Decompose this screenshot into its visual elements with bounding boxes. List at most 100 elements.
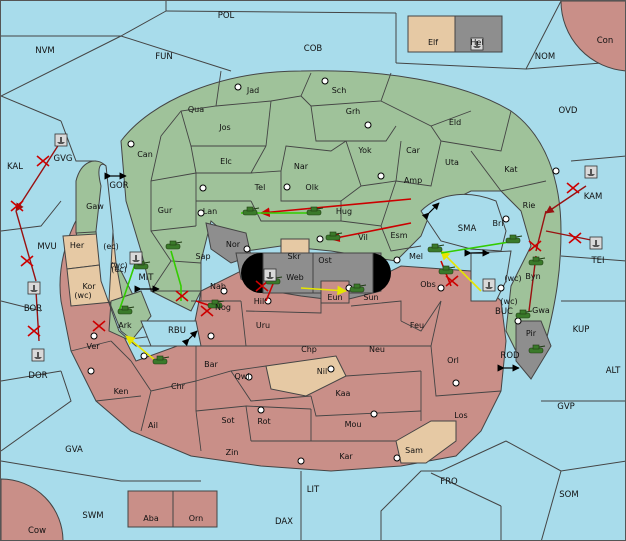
army-icon[interactable]: [515, 309, 533, 319]
province-label-wc[interactable]: (wc): [504, 274, 521, 283]
province-label-hil[interactable]: Hil: [254, 297, 264, 306]
province-label-nab[interactable]: Nab: [210, 282, 226, 291]
province-label-uru[interactable]: Uru: [256, 321, 270, 330]
province-label-rie[interactable]: Rie: [523, 201, 536, 210]
province-label-yok[interactable]: Yok: [357, 146, 372, 155]
army-icon[interactable]: [325, 231, 343, 241]
province-label-tel[interactable]: Tel: [254, 183, 266, 192]
province-label-byn[interactable]: Byn: [525, 272, 540, 281]
province-label-uta[interactable]: Uta: [445, 158, 459, 167]
province-label-vil[interactable]: Vil: [358, 233, 368, 242]
province-label-pir[interactable]: Pir: [526, 329, 537, 338]
army-icon[interactable]: [349, 283, 367, 293]
fleet-icon[interactable]: [129, 251, 143, 265]
province-label-sam[interactable]: Sam: [405, 446, 423, 455]
province-label-ec[interactable]: (ec): [111, 265, 127, 274]
army-icon[interactable]: [152, 355, 170, 365]
province-label-gwa[interactable]: Gwa: [532, 306, 550, 315]
province-label-orn[interactable]: Orn: [189, 514, 204, 523]
province-label-neu[interactable]: Neu: [369, 345, 385, 354]
province-label-eun[interactable]: Eun: [327, 293, 342, 302]
province-label-mel[interactable]: Mel: [409, 252, 423, 261]
province-label-gur[interactable]: Gur: [158, 206, 173, 215]
province-label-ark[interactable]: Ark: [118, 321, 132, 330]
province-label-rot[interactable]: Rot: [257, 417, 270, 426]
army-icon[interactable]: [528, 256, 546, 266]
province-label-chp[interactable]: Chp: [301, 345, 317, 354]
province-label-los[interactable]: Los: [454, 411, 467, 420]
province-label-sap[interactable]: Sap: [195, 252, 210, 261]
nil-province[interactable]: [265, 355, 347, 397]
province-label-feu[interactable]: Feu: [410, 321, 424, 330]
province-label-wc[interactable]: (wc): [110, 261, 127, 270]
fleet-icon[interactable]: [584, 165, 598, 179]
army-icon[interactable]: [505, 234, 523, 244]
province-label-wc[interactable]: (wc): [500, 297, 517, 306]
fleet-icon[interactable]: [31, 348, 45, 362]
province-label-can[interactable]: Can: [137, 150, 153, 159]
province-label-kaa[interactable]: Kaa: [336, 389, 351, 398]
province-label-car[interactable]: Car: [406, 146, 420, 155]
orn-province[interactable]: [172, 490, 218, 528]
army-icon[interactable]: [528, 344, 546, 354]
province-label-nar[interactable]: Nar: [294, 162, 309, 171]
cow-province[interactable]: [1, 478, 64, 541]
con-province[interactable]: [560, 1, 626, 72]
province-label-qwi[interactable]: Qwi: [234, 372, 249, 381]
province-label-jad[interactable]: Jad: [246, 86, 259, 95]
province-label-nor[interactable]: Nor: [226, 240, 241, 249]
province-label-bar[interactable]: Bar: [204, 360, 218, 369]
fleet-icon[interactable]: [589, 236, 603, 250]
fleet-icon[interactable]: [263, 268, 277, 282]
province-label-elf[interactable]: Elf: [428, 38, 438, 47]
province-label-wc[interactable]: (wc): [74, 291, 91, 300]
province-label-mou[interactable]: Mou: [345, 420, 362, 429]
fleet-icon[interactable]: [54, 133, 68, 147]
province-label-skr[interactable]: Skr: [288, 252, 302, 261]
province-label-orl[interactable]: Orl: [447, 356, 459, 365]
province-label-esm[interactable]: Esm: [390, 231, 407, 240]
province-label-lan[interactable]: Lan: [203, 207, 217, 216]
province-label-hel[interactable]: Hel: [470, 38, 483, 47]
province-label-sun[interactable]: Sun: [363, 293, 378, 302]
province-label-gaw[interactable]: Gaw: [86, 202, 104, 211]
province-label-elc[interactable]: Elc: [220, 157, 232, 166]
province-label-nog[interactable]: Nog: [215, 303, 231, 312]
fleet-icon[interactable]: [482, 278, 496, 292]
province-label-olk[interactable]: Olk: [305, 183, 319, 192]
province-label-aba[interactable]: Aba: [143, 514, 159, 523]
province-label-nil[interactable]: Nil: [317, 367, 327, 376]
sam-province[interactable]: [395, 420, 457, 464]
province-label-zin[interactable]: Zin: [226, 448, 239, 457]
province-label-kor[interactable]: Kor: [82, 282, 96, 291]
province-label-sot[interactable]: Sot: [221, 416, 234, 425]
army-icon[interactable]: [306, 206, 324, 216]
army-icon[interactable]: [117, 305, 135, 315]
province-label-ver[interactable]: Ver: [86, 342, 100, 351]
army-icon[interactable]: [427, 243, 445, 253]
province-label-grh[interactable]: Grh: [346, 107, 360, 116]
province-label-kar[interactable]: Kar: [339, 452, 353, 461]
province-label-ost[interactable]: Ost: [318, 256, 332, 265]
province-label-chr[interactable]: Chr: [171, 382, 186, 391]
fleet-icon[interactable]: [470, 37, 484, 51]
army-icon[interactable]: [242, 206, 260, 216]
province-label-ec[interactable]: (ec): [103, 242, 119, 251]
province-label-amp[interactable]: Amp: [404, 176, 422, 185]
province-label-eld[interactable]: Eld: [449, 118, 461, 127]
province-label-sch[interactable]: Sch: [332, 86, 347, 95]
army-icon[interactable]: [438, 265, 456, 275]
province-label-obs[interactable]: Obs: [420, 280, 436, 289]
province-label-qua[interactable]: Qua: [188, 105, 204, 114]
army-icon[interactable]: [165, 240, 183, 250]
province-label-web[interactable]: Web: [286, 273, 303, 282]
province-label-hug[interactable]: Hug: [336, 207, 352, 216]
province-label-her[interactable]: Her: [70, 241, 85, 250]
province-label-bri[interactable]: Bri: [493, 219, 504, 228]
army-icon[interactable]: [207, 299, 225, 309]
fleet-icon[interactable]: [27, 281, 41, 295]
province-label-ken[interactable]: Ken: [114, 387, 129, 396]
aba-province[interactable]: [127, 490, 174, 528]
province-label-jos[interactable]: Jos: [218, 123, 230, 132]
province-label-ail[interactable]: Ail: [148, 421, 158, 430]
